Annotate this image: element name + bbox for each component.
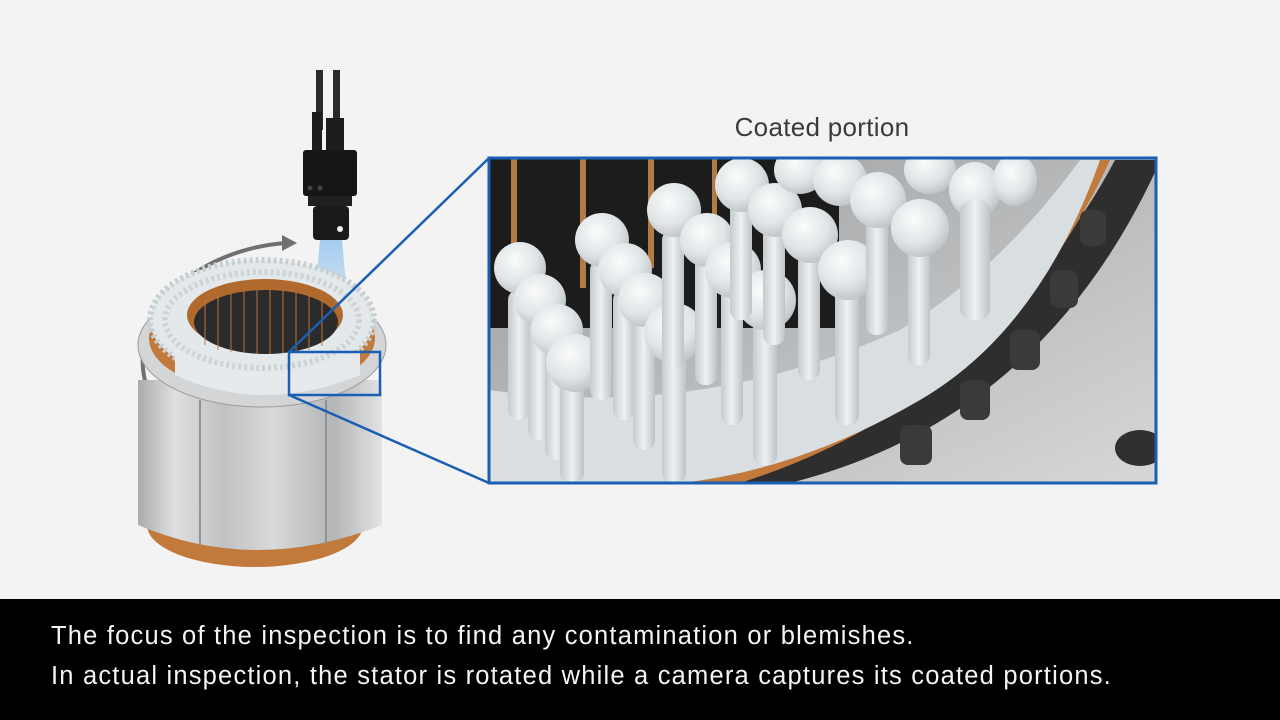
inspection-illustration: [137, 70, 1158, 567]
coating-blobs: [494, 158, 1037, 483]
zoom-source-marker: [287, 350, 382, 397]
zoom-connector-lines: [288, 157, 490, 485]
caption-line: In actual inspection, the stator is rota…: [51, 662, 1112, 690]
coated-portion-label: Coated portion: [734, 112, 910, 142]
caption-bar: [0, 599, 1280, 720]
zoom-callout-frame: [487, 156, 1158, 485]
caption-line: The focus of the inspection is to find a…: [51, 622, 915, 650]
camera-icon: [303, 70, 357, 240]
zoomed-coated-portion-panel: [489, 158, 1156, 483]
stator: [137, 257, 387, 567]
